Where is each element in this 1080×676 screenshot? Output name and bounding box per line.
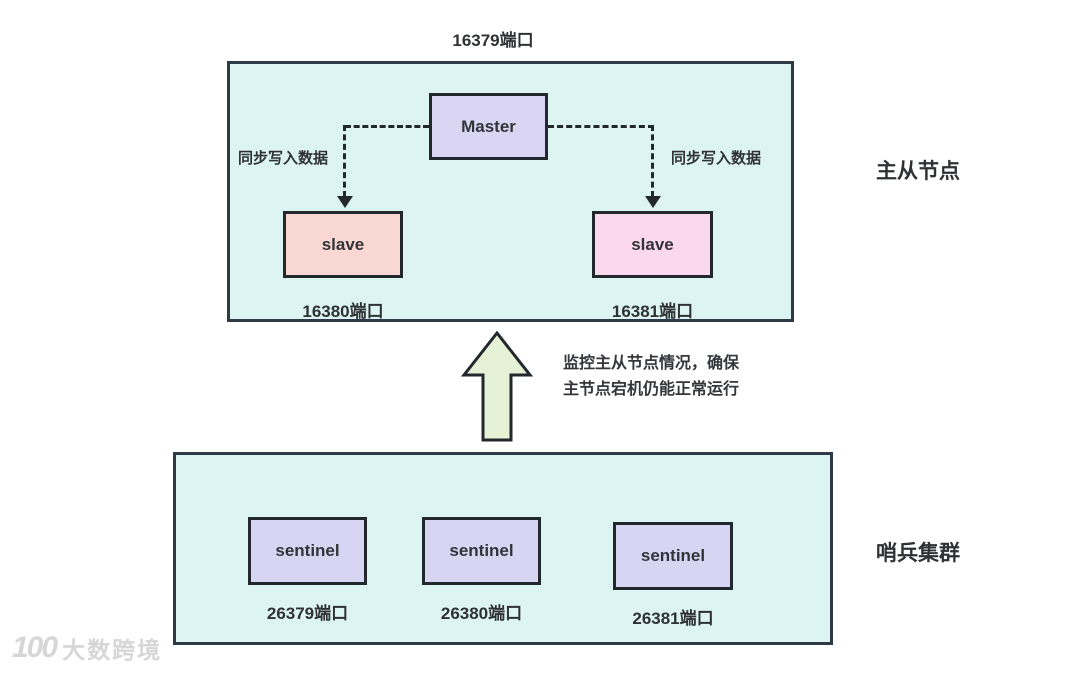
connector-master-to-left-slave-vertical bbox=[343, 125, 346, 197]
watermark-text: 大数跨境 bbox=[62, 637, 163, 663]
arrowhead-right-slave-icon bbox=[645, 196, 661, 208]
arrowhead-left-slave-icon bbox=[337, 196, 353, 208]
slave-right-port-label: 16381端口 bbox=[611, 302, 694, 321]
slave-left-port-label: 16380端口 bbox=[302, 302, 384, 321]
master-port-label: 16379端口 bbox=[452, 31, 534, 50]
slave-node-right: slave bbox=[592, 211, 713, 278]
sentinel-3-port-label: 26381端口 bbox=[632, 609, 714, 628]
sync-write-label-left: 同步写入数据 bbox=[238, 150, 329, 167]
watermark: 100 大数跨境 bbox=[12, 631, 162, 665]
sentinel-2-port-label: 26380端口 bbox=[440, 604, 523, 623]
watermark-logo-icon: 100 bbox=[12, 631, 58, 664]
master-slave-group-label: 主从节点 bbox=[876, 160, 960, 183]
connector-master-to-right-slave-vertical bbox=[651, 125, 654, 197]
monitor-note: 监控主从节点情况，确保 主节点宕机仍能正常运行 bbox=[563, 351, 739, 403]
sentinel-group-label: 哨兵集群 bbox=[876, 542, 960, 565]
monitor-note-line2: 主节点宕机仍能正常运行 bbox=[563, 381, 740, 398]
connector-master-to-left-slave-horizontal bbox=[345, 125, 429, 128]
monitor-note-line1: 监控主从节点情况，确保 bbox=[563, 355, 740, 372]
slave-node-left: slave bbox=[283, 211, 403, 278]
master-node: Master bbox=[429, 93, 548, 160]
sentinel-1-port-label: 26379端口 bbox=[266, 604, 349, 623]
up-arrow-icon bbox=[461, 331, 533, 442]
sync-write-label-right: 同步写入数据 bbox=[671, 150, 762, 167]
sentinel-node-2: sentinel bbox=[422, 517, 541, 585]
connector-master-to-right-slave-horizontal bbox=[548, 125, 654, 128]
sentinel-node-3: sentinel bbox=[613, 522, 733, 590]
sentinel-node-1: sentinel bbox=[248, 517, 367, 585]
